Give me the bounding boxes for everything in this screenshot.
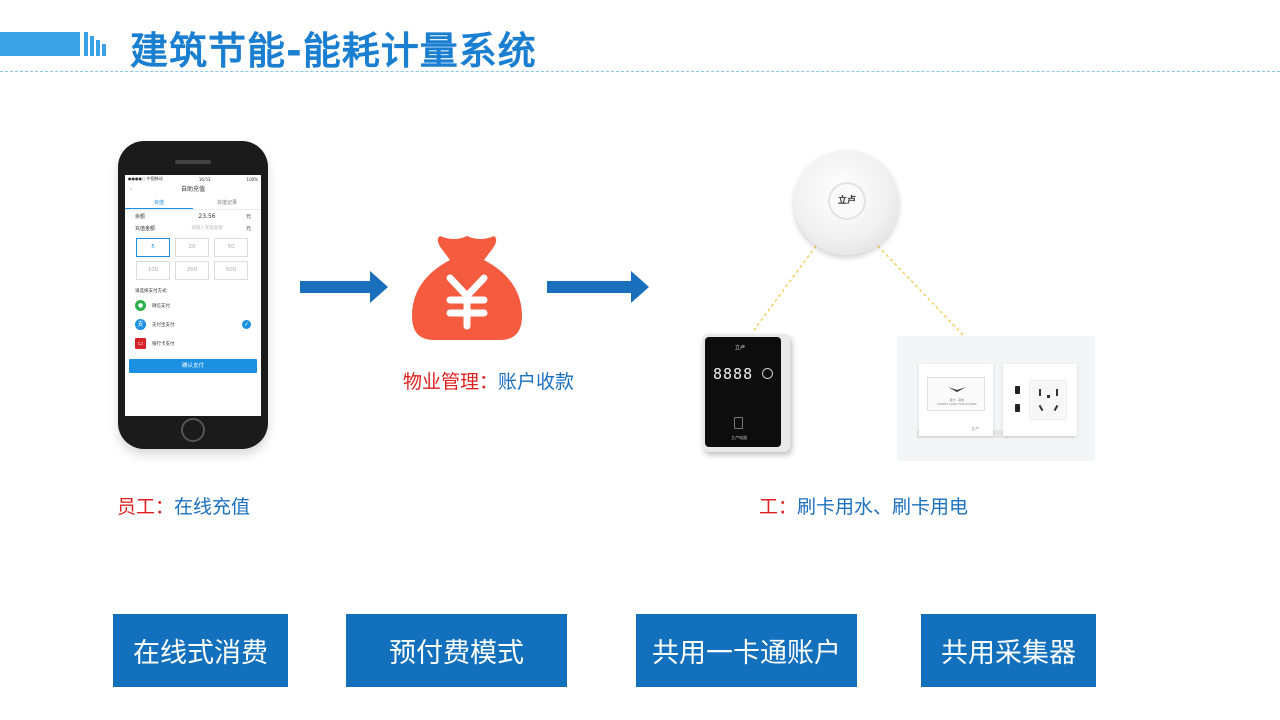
card-swipe-icon	[734, 417, 743, 429]
card-reader-image: 立卢 8888 立卢电器	[702, 334, 790, 452]
header-divider	[0, 71, 1280, 72]
reader-footer: 立卢电器	[731, 435, 747, 440]
balance-unit: 元	[245, 213, 251, 220]
employee-role: 员工：	[117, 496, 175, 518]
balance-label: 余额	[135, 213, 146, 220]
property-management-label: 物业管理：账户收款	[403, 367, 574, 394]
card-slot-subtext: INSERT CARD FOR POWER	[937, 402, 977, 406]
phone-home-button	[181, 418, 205, 442]
tab-recharge[interactable]: 充值	[125, 197, 193, 209]
recharge-title-text: 自助充值	[180, 186, 205, 193]
page-title: 建筑节能-能耗计量系统	[130, 29, 537, 73]
unionpay-icon: ▭	[135, 338, 146, 349]
amount-label: 充值金额	[135, 225, 156, 232]
pay-method-alipay[interactable]: 支 支付宝支付 ✓	[125, 315, 261, 334]
ceiling-gateway-image: 立卢	[794, 150, 899, 255]
pay-method-label: 银行卡支付	[152, 341, 175, 347]
status-time: 16:53	[198, 176, 211, 182]
pay-method-label: 支付宝支付	[152, 322, 175, 328]
recharge-screen-title: ‹ 自助充值	[125, 183, 261, 197]
amount-unit: 元	[245, 225, 251, 232]
pay-method-wechat[interactable]: ● 微信支付	[125, 296, 261, 315]
amount-option[interactable]: 50	[214, 238, 248, 257]
amount-option[interactable]: 5	[136, 238, 170, 257]
power-outlet-icon	[1029, 380, 1067, 420]
feature-shared-collector: 共用采集器	[921, 614, 1096, 687]
status-battery: 100%	[246, 176, 258, 182]
alipay-icon: 支	[135, 319, 146, 330]
reader-brand: 立卢	[735, 345, 746, 351]
phone-speaker	[175, 160, 211, 164]
flow-arrow-icon	[300, 271, 388, 303]
card-power-switch: 插卡 · 取电 INSERT CARD FOR POWER 立卢	[919, 364, 993, 436]
panel-base-strip	[917, 430, 1074, 438]
amount-option[interactable]: 500	[214, 261, 248, 280]
balance-value: 23.56	[198, 212, 216, 220]
gateway-brand: 立卢	[828, 182, 866, 220]
employee-action: 在线充值	[174, 496, 251, 518]
employee-label: 员工：在线充值	[117, 492, 250, 519]
pay-method-bankcard[interactable]: ▭ 银行卡支付	[125, 334, 261, 353]
switch-panel-image: 插卡 · 取电 INSERT CARD FOR POWER 立卢	[897, 336, 1095, 461]
amount-option[interactable]: 20	[175, 238, 209, 257]
reader-status-ring-icon	[762, 368, 773, 379]
feature-prepaid-mode: 预付费模式	[346, 614, 567, 687]
card-slot-text: 插卡 · 取电	[949, 398, 965, 402]
phone-screen: ●●●●○ 中国移动 16:53 100% ‹ 自助充值 充值 充值记录 余额 …	[125, 175, 261, 416]
card-reader-face: 立卢 8888 立卢电器	[705, 337, 781, 447]
usb-port-icon	[1015, 404, 1020, 412]
feature-online-consumption: 在线式消费	[113, 614, 288, 687]
confirm-pay-button[interactable]: 确认支付	[129, 359, 257, 373]
amount-row: 充值金额 请输入充值金额 元	[125, 222, 261, 234]
switch-brand: 立卢	[971, 426, 979, 431]
header-accent-bar	[0, 32, 80, 56]
worker-action: 刷卡用水、刷卡用电	[797, 496, 969, 518]
card-slot: 插卡 · 取电 INSERT CARD FOR POWER	[927, 377, 985, 411]
property-role: 物业管理：	[403, 371, 499, 393]
amount-input[interactable]: 请输入充值金额	[191, 226, 223, 231]
header-accent-ticks	[84, 32, 106, 56]
tab-recharge-history[interactable]: 充值记录	[216, 200, 237, 206]
amount-option[interactable]: 100	[136, 261, 170, 280]
flow-arrow-icon	[547, 271, 649, 303]
pay-method-label: 微信支付	[152, 303, 170, 309]
usb-port-icon	[1015, 386, 1020, 394]
wechat-icon: ●	[135, 300, 146, 311]
property-action: 账户收款	[498, 371, 575, 393]
reader-display: 8888	[713, 365, 754, 383]
smartphone-image: ●●●●○ 中国移动 16:53 100% ‹ 自助充值 充值 充值记录 余额 …	[118, 141, 268, 449]
balance-row: 余额 23.56 元	[125, 210, 261, 222]
back-chevron-icon[interactable]: ‹	[130, 186, 133, 193]
status-carrier: ●●●●○ 中国移动	[128, 176, 163, 181]
worker-role: 工：	[759, 496, 798, 518]
wing-logo-icon	[948, 387, 966, 392]
phone-status-bar: ●●●●○ 中国移动 16:53 100%	[125, 175, 261, 183]
amount-option[interactable]: 200	[175, 261, 209, 280]
usb-power-socket	[1003, 364, 1077, 436]
pay-method-title: 请选择支付方式	[135, 289, 167, 294]
feature-shared-card-account: 共用一卡通账户	[636, 614, 857, 687]
worker-label: 工：刷卡用水、刷卡用电	[759, 492, 968, 519]
amount-options: 5 20 50 100 200 500	[125, 234, 261, 284]
check-icon: ✓	[242, 320, 251, 329]
money-bag-icon	[412, 236, 522, 340]
recharge-tabs: 充值 充值记录	[125, 197, 261, 210]
